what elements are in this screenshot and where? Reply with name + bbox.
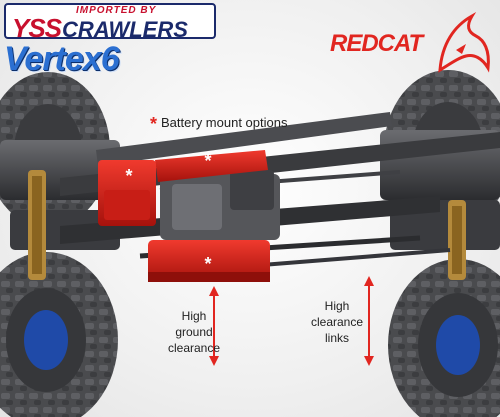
battery-tray-bottom xyxy=(148,240,270,282)
tire-rear-left xyxy=(0,252,118,417)
ground-line-1: High xyxy=(181,309,207,323)
vertex6-logo: Vertex6 xyxy=(4,40,120,78)
battery-mount-label: *Battery mount options xyxy=(150,114,287,135)
yss-imported-by: IMPORTED BY xyxy=(76,5,157,16)
redcat-emblem-icon xyxy=(438,11,490,73)
asterisk-icon: * xyxy=(125,166,132,186)
asterisk-icon: * xyxy=(204,254,211,274)
asterisk-icon: * xyxy=(150,114,158,134)
ground-line-3: clearance xyxy=(167,341,221,355)
redcat-logo: REDCAT xyxy=(330,30,423,57)
link-clearance-arrow xyxy=(364,276,374,366)
links-line-1: High xyxy=(324,299,350,313)
ground-line-2: ground xyxy=(175,325,213,339)
yss-crawlers-logo: IMPORTED BY YSS CRAWLERS xyxy=(4,3,216,43)
yss-wordmark: YSS xyxy=(12,13,62,43)
links-clearance-callout: High clearance links xyxy=(304,298,370,346)
yss-crawlers-wordmark: CRAWLERS xyxy=(62,17,188,42)
tire-rear-right xyxy=(388,259,500,417)
links-line-2: clearance xyxy=(310,315,364,329)
asterisk-icon: * xyxy=(204,151,211,171)
shock-front-right xyxy=(448,200,466,280)
links-line-3: links xyxy=(324,331,349,345)
shock-front-left xyxy=(28,170,46,280)
ground-clearance-callout: High ground clearance xyxy=(162,308,226,356)
ground-clearance-arrow xyxy=(209,286,219,366)
battery-tray-left xyxy=(98,160,156,226)
battery-tray-top xyxy=(155,150,268,182)
battery-mount-text: Battery mount options xyxy=(161,115,288,130)
